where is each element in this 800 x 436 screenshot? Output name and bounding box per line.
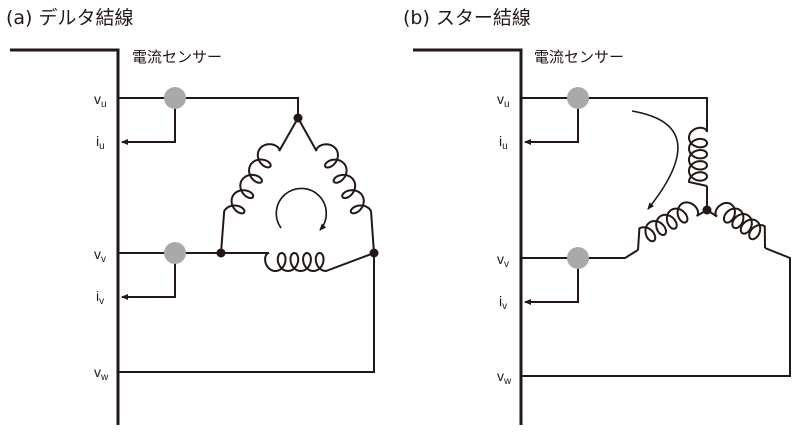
bus-line — [10, 48, 120, 425]
node-dot — [369, 248, 379, 258]
coil-winding — [221, 251, 375, 273]
current-sensor-v — [567, 247, 589, 269]
neutral-node-dot — [702, 205, 712, 215]
vu-label: vu — [497, 91, 510, 110]
wire-u — [118, 97, 299, 118]
coil-winding — [637, 201, 708, 251]
panel-title: (b) スター結線 — [403, 7, 531, 29]
iu-label: iu — [96, 133, 105, 152]
current-sensor-u — [164, 87, 186, 109]
current-sensor-v — [164, 242, 186, 264]
panel-star: (b) スター結線 電流センサー vu iu vv iv vw — [403, 7, 791, 425]
bus-line — [413, 48, 523, 425]
iu-signal-arrow — [121, 98, 176, 145]
vv-label: vv — [497, 251, 509, 270]
vu-label: vu — [94, 91, 107, 110]
coil-winding — [297, 117, 375, 254]
wire-u — [521, 97, 708, 128]
rotation-arrow — [631, 110, 679, 210]
coil-winding — [706, 202, 766, 249]
vw-label: vw — [497, 368, 512, 387]
iv-signal-arrow — [121, 253, 176, 300]
coil-winding — [687, 126, 709, 187]
wire-w — [118, 253, 375, 373]
panel-title: (a) デルタ結線 — [6, 7, 134, 29]
panel-delta: (a) デルタ結線 電流センサー vu iu vv iv vw — [6, 7, 379, 425]
iv-signal-arrow — [524, 258, 579, 305]
wire-v — [521, 249, 639, 259]
circulating-current-arrow — [275, 187, 328, 231]
iu-signal-arrow — [524, 98, 579, 145]
wire-w — [521, 247, 791, 377]
coil-winding — [220, 117, 299, 254]
vv-label: vv — [94, 246, 106, 265]
current-sensor-label: 電流センサー — [132, 48, 222, 66]
node-dot — [293, 113, 303, 123]
current-sensor-label: 電流センサー — [534, 48, 624, 66]
iv-label: iv — [499, 293, 507, 312]
current-sensor-u — [567, 87, 589, 109]
iv-label: iv — [96, 288, 104, 307]
iu-label: iu — [499, 133, 508, 152]
vw-label: vw — [94, 364, 109, 383]
node-dot — [216, 248, 226, 258]
